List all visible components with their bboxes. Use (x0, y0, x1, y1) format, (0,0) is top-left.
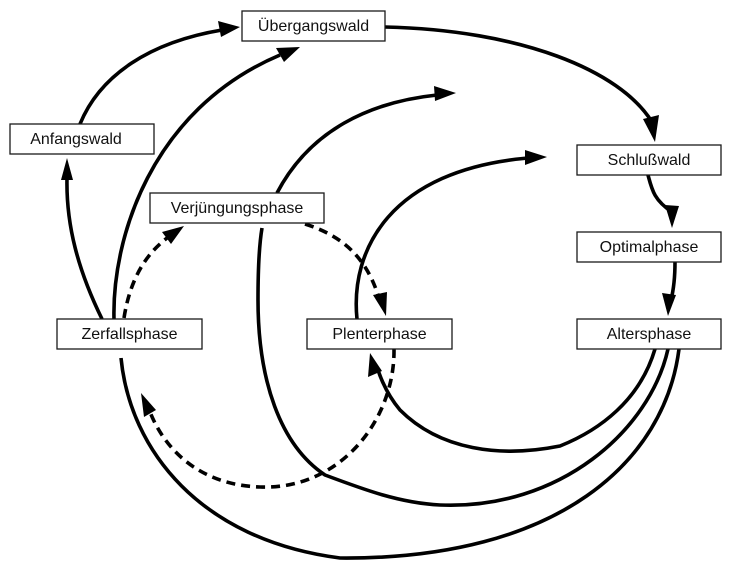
node-label: Zerfallsphase (81, 326, 177, 343)
arrowhead-open-space-lower (525, 150, 547, 165)
node-box (241, 10, 386, 42)
node-uebergangswald[interactable]: Übergangswald (241, 10, 386, 42)
node-label: Anfangswald (30, 131, 122, 148)
edge-plenterphase-to-zerfallsphase (148, 348, 396, 489)
nodes-layer: Übergangswald Anfangswald Schlußwald Ver… (9, 10, 722, 350)
edge-uebergangswald-to-schlusswald (384, 25, 654, 123)
node-label: Übergangswald (258, 17, 369, 35)
node-box (149, 192, 325, 224)
edge-altersphase-to-plenterphase (376, 348, 657, 453)
arrowhead-zerfallsphase (141, 393, 156, 417)
node-verjuengungsphase[interactable]: Verjüngungsphase (149, 192, 325, 224)
node-label: Schlußwald (608, 152, 691, 169)
arrowhead-plenterphase-top (373, 292, 387, 316)
arrowhead-plenterphase-bottom (368, 353, 382, 377)
arrowhead-altersphase (662, 293, 676, 316)
edge-altersphase-to-zerfallsphase (119, 348, 681, 560)
node-plenterphase[interactable]: Plenterphase (306, 318, 453, 350)
edges-layer (61, 21, 681, 560)
edge-optimalphase-to-altersphase (669, 261, 677, 301)
edge-altersphase-to-schlusswald-via-middle (256, 227, 670, 507)
arrowhead-schlusswald-top (643, 115, 659, 142)
edge-anfangswald-to-uebergangswald (78, 28, 223, 125)
node-label: Altersphase (607, 326, 692, 343)
edge-zerfallsphase-to-uebergangswald (112, 53, 281, 320)
node-schlusswald[interactable]: Schlußwald (576, 144, 722, 176)
arrowhead-uebergangswald-upper (218, 21, 240, 37)
node-altersphase[interactable]: Altersphase (576, 318, 722, 350)
node-box (306, 318, 453, 350)
edge-zerfallsphase-to-verjuengungsphase (122, 236, 169, 319)
edge-zerfallsphase-to-anfangswald (65, 177, 104, 320)
node-anfangswald[interactable]: Anfangswald (9, 123, 155, 155)
node-label: Optimalphase (600, 239, 699, 256)
node-box (9, 123, 155, 155)
node-box (56, 318, 203, 350)
node-box (576, 231, 722, 263)
node-box (576, 144, 722, 176)
arrowhead-anfangswald (61, 158, 73, 180)
arrowhead-open-space-upper (434, 86, 456, 101)
edge-verjuengungsphase-to-schlusswald (275, 93, 438, 194)
node-zerfallsphase[interactable]: Zerfallsphase (56, 318, 203, 350)
arrowhead-optimalphase (665, 205, 679, 228)
node-label: Plenterphase (332, 326, 426, 343)
node-label: Verjüngungsphase (171, 200, 304, 217)
node-box (576, 318, 722, 350)
edge-verjuengungsphase-to-plenterphase (304, 222, 380, 296)
edge-plenterphase-to-schlusswald (354, 156, 529, 320)
node-optimalphase[interactable]: Optimalphase (576, 231, 722, 263)
arrowhead-verjuengungsphase (162, 226, 184, 244)
arrowhead-uebergangswald-lower (276, 47, 300, 62)
